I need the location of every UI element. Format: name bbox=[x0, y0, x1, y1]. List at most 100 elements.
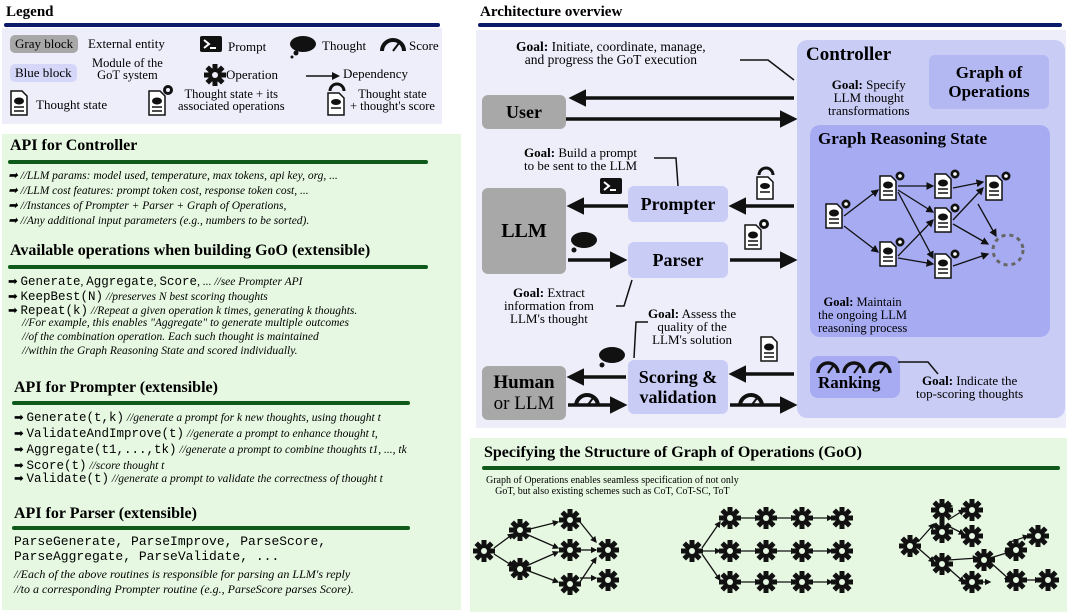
legend-title: Legend bbox=[6, 4, 54, 20]
legend-score-label: Score bbox=[409, 38, 439, 53]
dependency-arrow-icon bbox=[306, 72, 340, 80]
scoring-2: validation bbox=[639, 387, 717, 407]
controller-line-1: ➡ //LLM params: model used, temperature,… bbox=[8, 170, 338, 182]
goal-controller-1: Initiate, coordinate, manage, bbox=[551, 39, 706, 54]
legend-blue-desc-1: Module of the bbox=[92, 56, 163, 70]
goal-got-label: Goal: bbox=[831, 77, 863, 92]
op-generate: Generate bbox=[20, 275, 81, 289]
operations-line-2: ➡ KeepBest(N) //preserves N best scoring… bbox=[8, 290, 268, 304]
graph-of-operations-node: Graph of Operations bbox=[929, 55, 1049, 109]
legend-tss-2: + thought's score bbox=[350, 99, 435, 113]
scoring-1: Scoring & bbox=[638, 367, 718, 387]
controller-line-3-text: //Instances of Prompter + Parser + Graph… bbox=[20, 200, 287, 212]
goal-scoring-1: Assess the bbox=[681, 306, 737, 321]
legend-prompt-label: Prompt bbox=[228, 39, 267, 54]
goal-controller-2: and progress the GoT execution bbox=[524, 52, 697, 67]
controller-line-2-text: //LLM cost features: prompt token cost, … bbox=[20, 185, 309, 197]
legend-thought-state-score: Thought state + thought's score bbox=[350, 87, 435, 113]
operations-title: Available operations when building GoO (… bbox=[10, 242, 371, 259]
goal-got: Goal: Specify LLM thought transformation… bbox=[828, 78, 910, 117]
architecture-arrows bbox=[566, 89, 798, 414]
goal-scoring-label: Goal: bbox=[648, 306, 680, 321]
legend-thought-label: Thought bbox=[322, 38, 367, 53]
goo-desc-2: GoT, but also existing schemes such as C… bbox=[495, 486, 730, 497]
thought-state-icon bbox=[10, 90, 28, 116]
api-controller-title: API for Controller bbox=[10, 137, 138, 154]
legend-underline bbox=[4, 23, 440, 27]
operations-underline bbox=[8, 265, 428, 269]
legend-blue-desc: Module of the GoT system bbox=[92, 56, 163, 82]
thought-state-score-icon bbox=[327, 82, 346, 116]
prompter-goal-connector bbox=[654, 157, 679, 187]
op-sep-b: , bbox=[153, 276, 160, 288]
legend-tso-2: associated operations bbox=[178, 99, 285, 113]
ranking-score-icons bbox=[816, 361, 892, 374]
graph-ops-1: Graph of bbox=[955, 63, 1023, 82]
controller-line-3: ➡ //Instances of Prompter + Parser + Gra… bbox=[8, 200, 287, 212]
prompter-code-1: Generate(t,k) bbox=[26, 411, 125, 425]
api-parser-title: API for Parser (extensible) bbox=[14, 505, 197, 522]
api-controller-underline bbox=[8, 160, 428, 164]
goal-scoring-3: LLM's solution bbox=[652, 332, 733, 347]
prompter-code-4: Score(t) bbox=[26, 459, 87, 473]
prompter-code-2: ValidateAndImprove(t) bbox=[26, 427, 185, 441]
goal-ranking-label: Goal: bbox=[921, 373, 954, 388]
api-parser-underline bbox=[12, 526, 410, 530]
scoring-validation-node: Scoring & validation bbox=[628, 360, 728, 414]
goal-controller: Goal: Initiate, coordinate, manage, and … bbox=[516, 39, 706, 67]
parser-code-1: ParseGenerate, ParseImprove, ParseScore, bbox=[14, 534, 327, 549]
operations-line-1: ➡ Generate, Aggregate, Score, ... //see … bbox=[8, 275, 303, 289]
api-panel bbox=[2, 134, 461, 610]
goal-got-3: transformations bbox=[828, 103, 910, 118]
ranking-label: Ranking bbox=[818, 373, 881, 392]
goal-prompter-label: Goal: bbox=[524, 145, 556, 160]
goal-parser-label: Goal: bbox=[513, 285, 545, 300]
prompter-line-5: ➡ Validate(t) //generate a prompt to val… bbox=[14, 472, 383, 486]
goal-parser-2: information from bbox=[504, 298, 594, 313]
goal-ranking-2: top-scoring thoughts bbox=[916, 386, 1024, 401]
op-l2-comment: //preserves N best scoring thoughts bbox=[103, 291, 268, 303]
goal-ranking: Goal: Indicate the top-scoring thoughts bbox=[916, 374, 1023, 400]
human-1: Human bbox=[493, 372, 555, 393]
thought-icon bbox=[290, 36, 316, 59]
legend-dependency-label: Dependency bbox=[343, 66, 408, 81]
parser-comment-1: //Each of the above routines is responsi… bbox=[14, 567, 351, 581]
user-node: User bbox=[482, 95, 566, 129]
goal-ranking-1: Indicate the bbox=[956, 373, 1018, 388]
controller-line-4: ➡ //Any additional input parameters (e.g… bbox=[8, 215, 310, 227]
op-l1-comment: , ... //see Prompter API bbox=[197, 276, 303, 288]
thought-state-ops-icon bbox=[148, 85, 173, 116]
human-or-llm-node: Human or LLM bbox=[482, 366, 566, 420]
goo-underline bbox=[482, 466, 1060, 470]
operations-line-4: //For example, this enables "Aggregate" … bbox=[22, 317, 350, 329]
ranking-goal-connector bbox=[898, 361, 939, 375]
operations-line-6: //within the Graph Reasoning State and s… bbox=[22, 345, 298, 357]
legend-gray-block: Gray block bbox=[10, 35, 79, 53]
goal-controller-label: Goal: bbox=[516, 39, 549, 54]
goal-prompter: Goal: Build a prompt to be sent to the L… bbox=[524, 146, 637, 172]
prompt-icon bbox=[200, 36, 222, 52]
legend-operation-label: Operation bbox=[226, 67, 278, 82]
human-2: or LLM bbox=[493, 393, 555, 414]
prompter-line-1: ➡ Generate(t,k) //generate a prompt for … bbox=[14, 411, 381, 425]
op-repeat: Repeat(k) bbox=[20, 304, 89, 318]
operations-line-3: ➡ Repeat(k) //Repeat a given operation k… bbox=[8, 304, 358, 318]
prompter-line-4: ➡ Score(t) //score thought t bbox=[14, 459, 165, 473]
legend-thought-state-label: Thought state bbox=[36, 97, 108, 112]
prompter-comment-2: //generate a prompt to enhance thought t… bbox=[184, 428, 378, 440]
goal-prompter-1: Build a prompt bbox=[558, 145, 638, 160]
goo-graphs bbox=[468, 494, 1064, 600]
prompter-comment-3: //generate a prompt to combine thoughts … bbox=[176, 444, 407, 456]
grs-title: Graph Reasoning State bbox=[818, 129, 988, 148]
goal-parser-3: LLM's thought bbox=[510, 311, 588, 326]
op-l3-comment: //Repeat a given operation k times, gene… bbox=[88, 305, 358, 317]
prompter-code-5: Validate(t) bbox=[26, 472, 110, 486]
legend-tso-1: Thought state + its bbox=[184, 87, 279, 101]
prompter-comment-4: //score thought t bbox=[86, 460, 165, 472]
legend-tss-1: Thought state bbox=[358, 87, 427, 101]
human-2-wrap: or LLM bbox=[494, 393, 555, 414]
controller-title: Controller bbox=[806, 44, 892, 65]
op-keepbest: KeepBest(N) bbox=[20, 290, 104, 304]
controller-line-2: ➡ //LLM cost features: prompt token cost… bbox=[8, 185, 309, 197]
architecture-underline bbox=[478, 23, 1062, 27]
